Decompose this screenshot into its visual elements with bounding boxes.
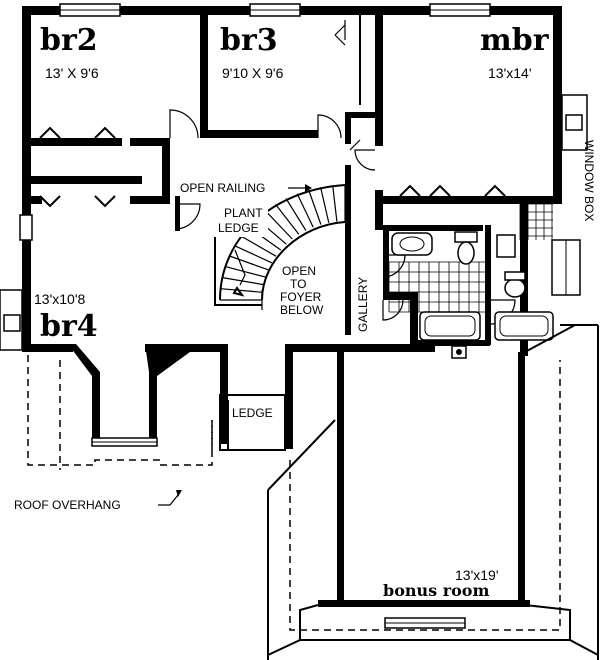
room-label-bonus: bonus room [383,581,489,600]
stair-tread [220,288,263,293]
stair-tread [225,266,266,278]
railing-pointer [288,184,312,192]
label-window-box: WINDOW BOX [582,140,596,221]
room-size-br2: 13' X 9'6 [45,65,99,81]
stair-tread [229,255,269,271]
room-size-br3: 9'10 X 9'6 [222,65,284,81]
fireplace-chimneys [0,94,588,351]
roof-overhang-leader [158,490,182,506]
label-open-foyer-4: BELOW [280,303,324,317]
label-ledge: LEDGE [232,406,273,420]
label-gallery: GALLERY [356,277,370,332]
label-roof-overhang: ROOF OVERHANG [14,498,121,512]
bath-tile-floor [388,203,553,313]
stair-tread [308,189,322,225]
br3-closet [334,15,361,105]
label-plant-ledge-1: PLANT [224,206,263,220]
stair-tread [296,193,314,228]
label-open-foyer-1: OPEN [282,264,316,278]
room-label-mbr: mbr [480,23,550,58]
room-size-mbr: 13'x14' [488,65,532,81]
label-open-railing: OPEN RAILING [180,181,265,195]
room-label-br4: br4 [40,309,98,344]
bay-window-br4 [68,344,190,447]
ledge-box [219,394,286,451]
closet-door-marks [39,126,506,208]
room-size-bonus: 13'x19' [455,567,499,583]
room-label-br2: br2 [40,23,98,58]
windows [19,3,581,296]
stair-tread [240,235,277,257]
stair-tread [234,245,273,264]
label-plant-ledge-2: LEDGE [218,221,259,235]
stair-tread [275,204,300,235]
interior-walls [22,6,520,346]
bath-fixtures [391,231,554,359]
room-label-br3: br3 [220,23,278,58]
stair-tread [265,210,293,240]
stair-tread [332,185,338,222]
stair-tread [320,187,330,223]
label-open-foyer-2: TO [290,277,306,291]
bonus-room-walls [267,324,599,660]
stair-tread [285,198,307,231]
roof-overhang-lines [27,355,561,631]
stair-tread [222,277,264,286]
label-open-foyer-3: FOYER [280,290,322,304]
room-size-br4: 13'x10'8 [34,291,85,307]
